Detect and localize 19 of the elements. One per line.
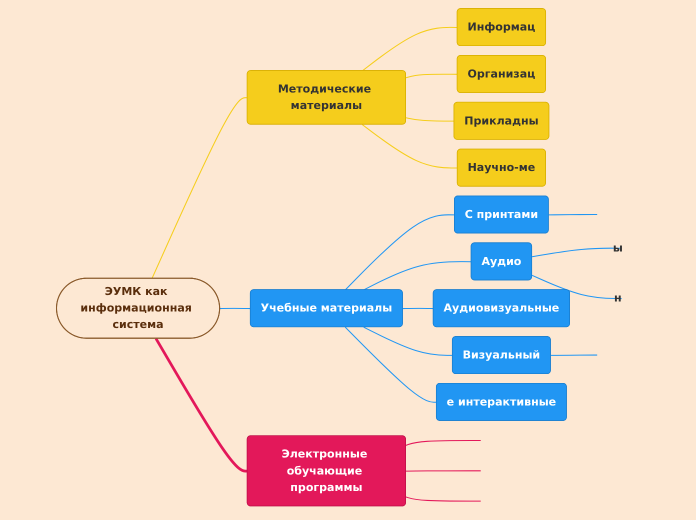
connector	[406, 117, 455, 122]
connector	[406, 496, 482, 502]
connector	[155, 338, 248, 473]
connector	[364, 261, 472, 290]
connector	[532, 248, 622, 258]
connector	[364, 326, 454, 356]
connector	[152, 97, 248, 279]
connector	[345, 326, 438, 403]
connector	[406, 470, 482, 472]
connector	[362, 26, 458, 72]
connector	[403, 308, 434, 310]
connector	[549, 214, 598, 216]
connector	[345, 214, 456, 290]
connector	[220, 308, 252, 310]
connector	[406, 74, 458, 78]
connector	[362, 124, 458, 169]
connector	[532, 274, 622, 300]
connector	[551, 354, 598, 356]
connector	[406, 440, 482, 446]
